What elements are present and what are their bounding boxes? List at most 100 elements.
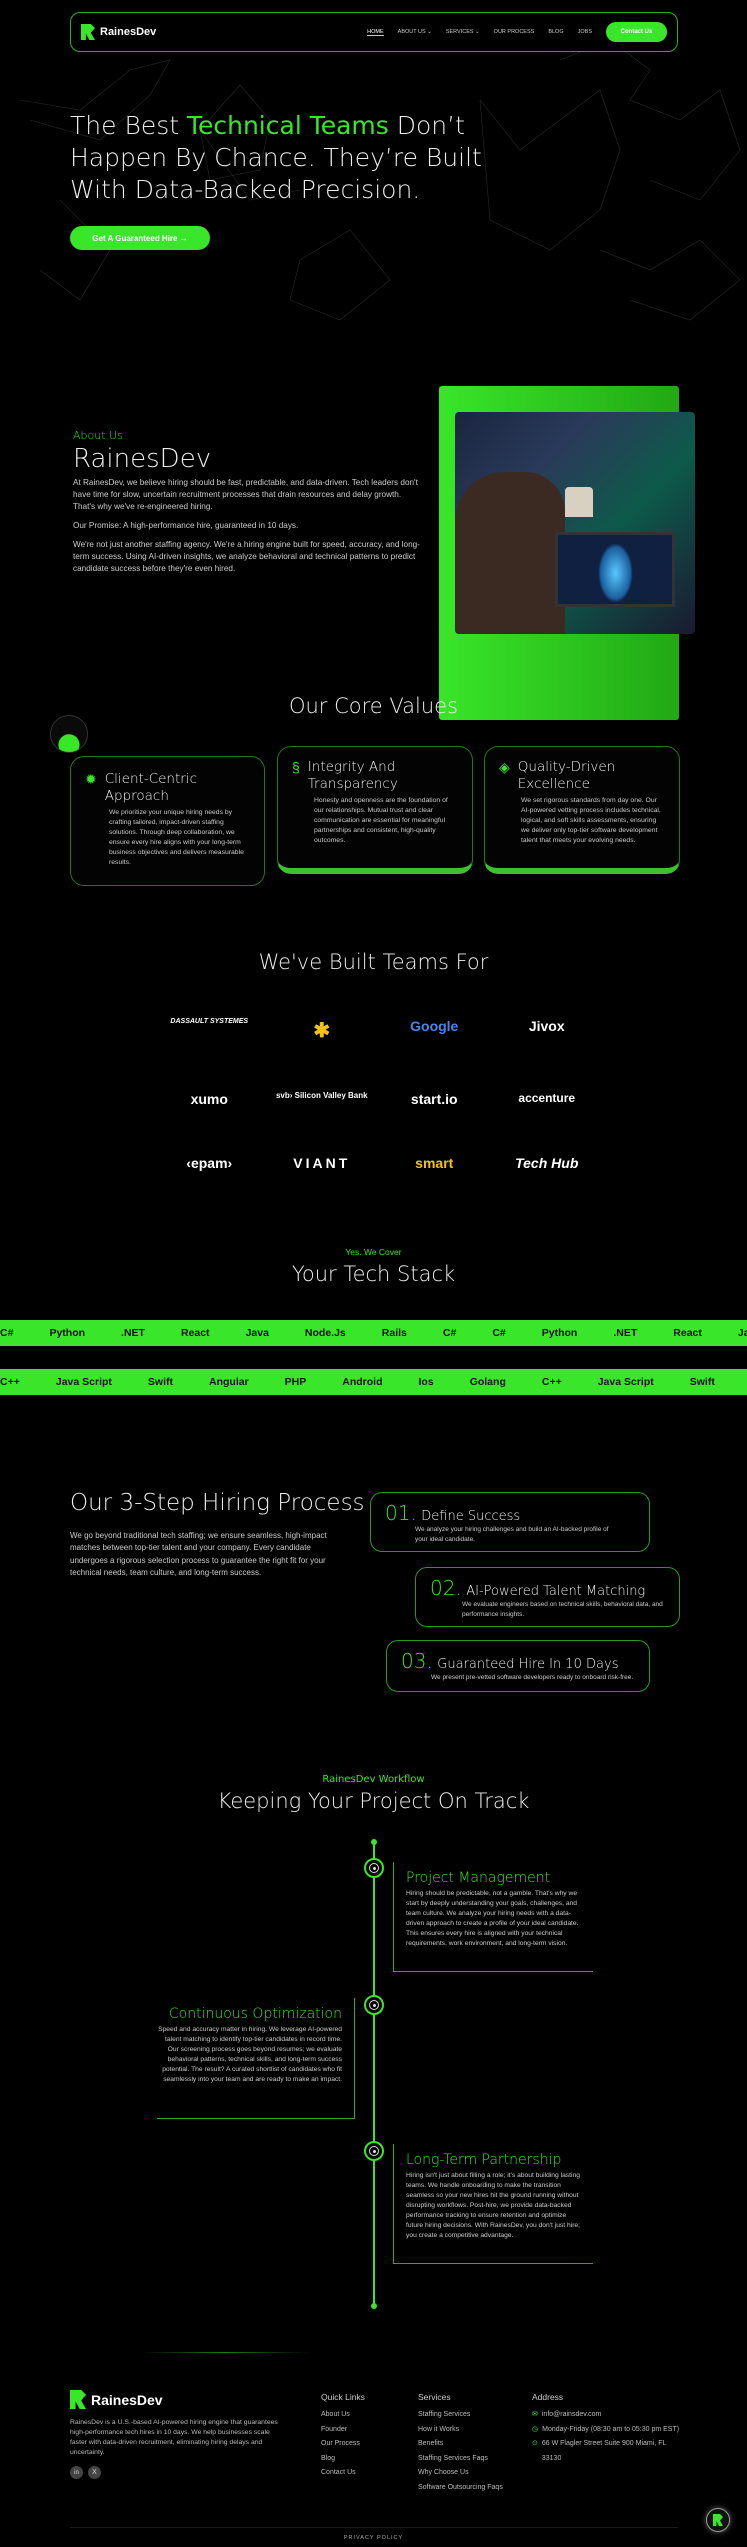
nav-home[interactable]: HOME	[367, 28, 384, 36]
tech-item: .NET	[121, 1327, 145, 1339]
step-title: Define Success	[421, 1509, 521, 1524]
tech-item: C++	[0, 1376, 20, 1388]
quick-link[interactable]: Founder	[321, 2425, 348, 2433]
value-card: §Integrity And Transparency Honesty and …	[277, 746, 473, 874]
diamond-icon: ◈	[499, 759, 510, 775]
tech-item: .NET	[613, 1327, 638, 1339]
hero-text: Don’t	[388, 111, 465, 140]
logo-epam: ‹epam›	[186, 1155, 233, 1171]
step-number: 02.	[430, 1576, 462, 1600]
mail-icon: ✉	[532, 2411, 538, 2418]
nav-our-process[interactable]: OUR PROCESS	[493, 29, 535, 35]
address: 66 W Flagler Street Suite 900 Miami, FL …	[541, 2440, 667, 2462]
tech-item: React	[673, 1327, 702, 1339]
footer-divider	[70, 2527, 678, 2528]
workflow-item-title: Continuous Optimization	[168, 2006, 342, 2022]
nav-services[interactable]: SERVICES ⌄	[445, 29, 480, 35]
value-card: ✹Client-Centric Approach We prioritize y…	[70, 756, 265, 886]
brand-logo[interactable]: RainesDev	[81, 24, 156, 40]
email-link[interactable]: info@rainsdev.com	[541, 2411, 602, 2418]
stack-eyebrow: Yes. We Cover	[345, 1247, 402, 1257]
squarespace-icon: §	[292, 759, 300, 775]
navbar: RainesDev HOME ABOUT US ⌄ SERVICES ⌄ OUR…	[70, 12, 678, 52]
footer-logo[interactable]: RainesDev	[70, 2390, 163, 2409]
service-link[interactable]: How it Works	[418, 2425, 460, 2433]
tech-item: C++	[541, 1376, 562, 1388]
hero-text: With Data-Backed Precision.	[70, 175, 421, 204]
service-link[interactable]: Staffing Services	[418, 2411, 471, 2418]
logo-dassault: DASSAULT SYSTEMES	[170, 1018, 249, 1025]
tech-item: Android	[342, 1376, 383, 1388]
value-title: Client-Centric Approach	[104, 771, 197, 804]
step-title: Guaranteed Hire In 10 Days	[437, 1657, 619, 1672]
quick-link[interactable]: Contact Us	[321, 2469, 356, 2476]
logo-startio: start.io	[410, 1091, 458, 1107]
workflow-item-text: Hiring isn't just about filling a role; …	[406, 2172, 580, 2239]
tech-item: Python	[49, 1327, 86, 1339]
step-number: 01.	[385, 1501, 417, 1525]
tech-item: Java Script	[55, 1376, 112, 1388]
tech-item: C#	[442, 1327, 457, 1339]
about-paragraph: We're not just another staffing agency. …	[73, 540, 420, 573]
linkedin-icon[interactable]: in	[70, 2466, 83, 2479]
workflow-eyebrow: RainesDev Workflow	[322, 1774, 425, 1785]
logo-viant: VIANT	[293, 1155, 351, 1171]
nav-jobs[interactable]: JOBS	[577, 29, 592, 35]
sun-icon: ✹	[85, 771, 97, 787]
service-link[interactable]: Why Choose Us	[418, 2469, 469, 2476]
hero-headline: The Best Technical Teams Don’t Happen By…	[70, 110, 482, 206]
step-text: We present pre-vetted software developer…	[431, 1674, 634, 1681]
step-card: 01. Define Success We analyze your hirin…	[370, 1492, 650, 1552]
footer-about: RainesDev is a U.S.-based AI-powered hir…	[70, 2419, 278, 2456]
step-number: 03.	[401, 1649, 433, 1673]
tech-item: C#	[492, 1327, 506, 1339]
brand-name: RainesDev	[100, 26, 157, 38]
value-title: Integrity And Transparency	[307, 759, 398, 792]
step-text: We evaluate engineers based on technical…	[462, 1601, 663, 1618]
timeline-line	[373, 1841, 375, 2306]
hero-text: Happen By Chance. They’re Built	[70, 143, 482, 172]
tech-item: Swift	[147, 1376, 173, 1388]
step-card: 03. Guaranteed Hire In 10 Days We presen…	[386, 1640, 650, 1692]
tech-item: Rails	[381, 1327, 407, 1339]
tech-item: Java	[737, 1327, 747, 1339]
service-link[interactable]: Software Outsourcing Faqs	[418, 2483, 503, 2491]
tech-item: Python	[541, 1327, 578, 1339]
quick-link[interactable]: About Us	[321, 2411, 350, 2418]
logo-google: Google	[410, 1018, 459, 1034]
tech-item: React	[180, 1327, 210, 1339]
hero-text: The Best	[70, 111, 187, 140]
service-link[interactable]: Staffing Services Faqs	[418, 2454, 488, 2462]
workflow-item-title: Project Management	[406, 1870, 551, 1886]
service-link[interactable]: Benefits	[418, 2440, 444, 2447]
x-twitter-icon[interactable]: X	[88, 2466, 101, 2479]
quick-link[interactable]: Blog	[321, 2454, 336, 2462]
chat-widget-button[interactable]	[706, 2508, 730, 2532]
logo-icon	[70, 2390, 86, 2409]
workflow-title: Keeping Your Project On Track	[217, 1789, 530, 1813]
nav-blog[interactable]: BLOG	[548, 29, 564, 35]
logo-accenture: accenture	[518, 1091, 576, 1105]
tech-item: Node.Js	[304, 1327, 346, 1339]
guaranteed-hire-button[interactable]: Get A Guaranteed Hire →	[70, 226, 210, 250]
tech-item: C#	[0, 1327, 14, 1339]
about-body: At RainesDev, we believe hiring should b…	[73, 477, 425, 575]
address-block: Address ✉info@rainsdev.com ◷Monday-Frida…	[532, 2392, 682, 2466]
logo-walmart: ✱	[313, 1020, 331, 1042]
quick-link[interactable]: Our Process	[321, 2440, 360, 2447]
contact-us-button[interactable]: Contact Us	[606, 22, 667, 42]
logo-jivox: Jivox	[528, 1018, 565, 1034]
workflow-item: Project Management Hiring should be pred…	[393, 1862, 593, 1972]
privacy-policy-link[interactable]: PRIVACY POLICY	[343, 2535, 404, 2541]
value-text: We set rigorous standards from day one. …	[521, 797, 661, 844]
timeline-end-dot	[371, 2303, 377, 2309]
location-icon: ⊙	[532, 2440, 538, 2447]
address-heading: Address	[532, 2392, 564, 2402]
value-card: ◈Quality-Driven Excellence We set rigoro…	[484, 746, 680, 874]
logo-xumo: xumo	[190, 1091, 228, 1107]
workflow-item-text: Hiring should be predictable, not a gamb…	[406, 1890, 579, 1947]
nav-about-us[interactable]: ABOUT US ⌄	[397, 29, 432, 35]
